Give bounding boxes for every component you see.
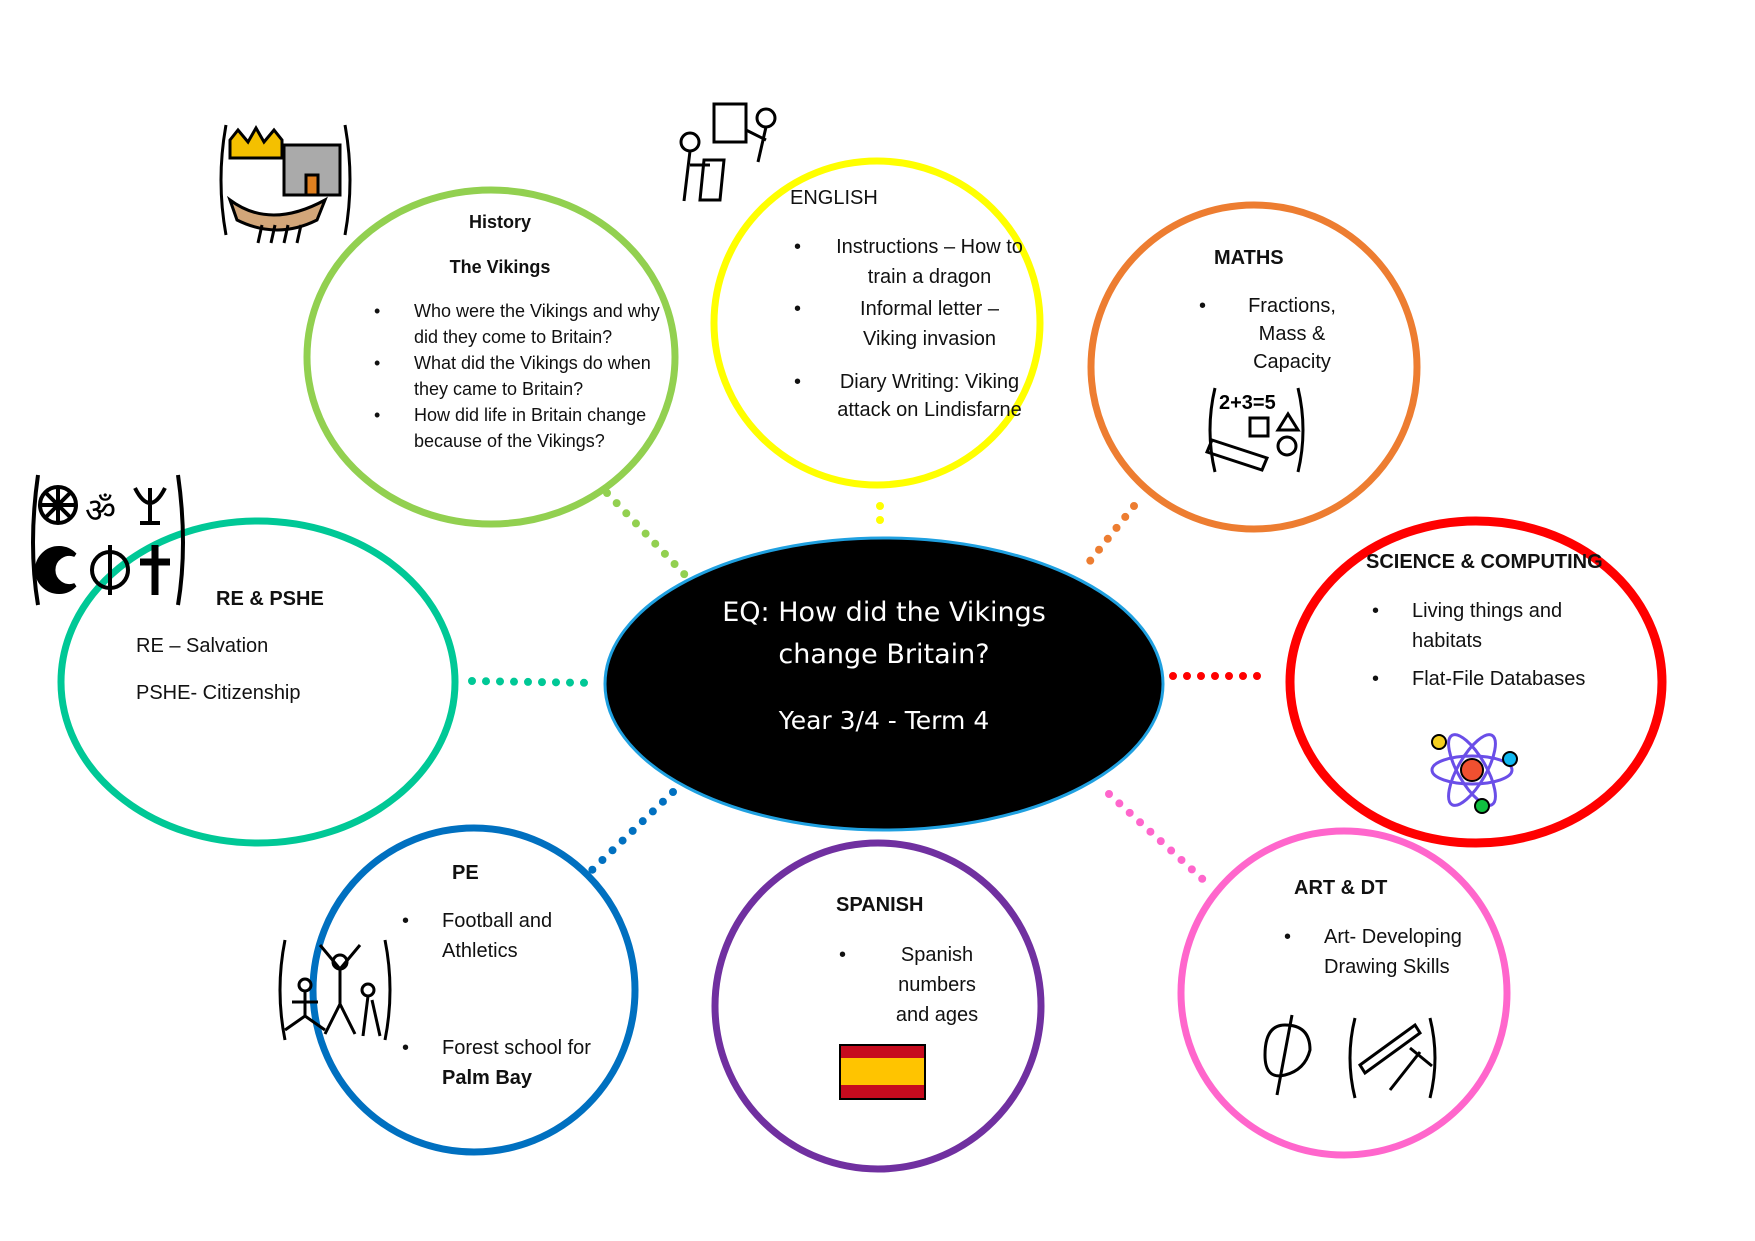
- central-ellipse: [603, 536, 1165, 832]
- religious-symbols-icon: ॐ: [31, 474, 185, 606]
- maths-icon: [1204, 387, 1305, 473]
- maths-item: Fractions, Mass & Capacity: [1195, 292, 1345, 376]
- connector-pe: [586, 788, 677, 876]
- english-title: ENGLISH: [790, 187, 878, 209]
- english-content: Instructions – How to train a dragon Inf…: [790, 232, 1025, 424]
- pe-title: PE: [452, 862, 479, 884]
- history-title: History: [468, 212, 531, 232]
- spanish-circle: [711, 839, 1045, 1173]
- pshe-line: PSHE- Citizenship: [136, 682, 301, 704]
- connector-art: [1105, 790, 1213, 889]
- pe-item: Football and Athletics: [398, 906, 598, 966]
- re-circle: [57, 517, 459, 847]
- pe-content: Football and Athletics Forest school for…: [398, 906, 598, 1093]
- science-title: SCIENCE & COMPUTING: [1366, 551, 1603, 573]
- history-item: How did life in Britain change because o…: [370, 402, 670, 454]
- viking-history-icon: [219, 124, 352, 244]
- connector-re: [468, 677, 600, 687]
- pe-activity-icon: [278, 939, 392, 1041]
- connector-maths: [1082, 502, 1138, 570]
- art-circle: [1177, 827, 1511, 1159]
- spanish-title: SPANISH: [836, 894, 924, 916]
- english-item: Informal letter – Viking invasion: [790, 294, 1025, 354]
- history-content: History The Vikings Who were the Vikings…: [370, 209, 670, 454]
- question-line-2: change Britain?: [778, 639, 990, 670]
- science-content: Living things and habitats Flat-File Dat…: [1368, 596, 1618, 694]
- art-title: ART & DT: [1294, 877, 1388, 899]
- pe-location: Palm Bay: [442, 1067, 533, 1089]
- pe-circle: [309, 824, 639, 1156]
- history-item: Who were the Vikings and why did they co…: [370, 298, 670, 350]
- history-circle: [303, 186, 679, 528]
- science-item: Flat-File Databases: [1368, 664, 1618, 694]
- atom-icon: [1430, 733, 1518, 814]
- central-question: EQ: How did the Vikings change Britain? …: [640, 592, 1128, 735]
- maths-title: MATHS: [1214, 247, 1284, 269]
- question-line-1: EQ: How did the Vikings: [722, 597, 1046, 628]
- spanish-flag-icon: [839, 1044, 926, 1100]
- science-item: Living things and habitats: [1368, 596, 1618, 656]
- english-item: Instructions – How to train a dragon: [790, 232, 1025, 292]
- re-title: RE & PSHE: [216, 588, 324, 610]
- re-line: RE – Salvation: [136, 635, 269, 657]
- art-item: Art- Developing Drawing Skills: [1280, 922, 1470, 982]
- svg-text:ॐ: ॐ: [85, 491, 116, 531]
- pe-item-text: Forest school for: [442, 1037, 591, 1059]
- science-circle: [1285, 516, 1667, 848]
- connector-history: [603, 489, 690, 580]
- art-tools-icon: [1263, 1014, 1437, 1099]
- history-subtitle: The Vikings: [449, 257, 551, 277]
- spanish-item: Spanish numbers and ages: [835, 940, 995, 1030]
- english-item: Diary Writing: Viking attack on Lindisfa…: [790, 368, 1025, 424]
- maths-circle: [1087, 201, 1421, 533]
- spanish-content: Spanish numbers and ages: [835, 940, 995, 1030]
- history-item: What did the Vikings do when they came t…: [370, 350, 670, 402]
- maths-content: Fractions, Mass & Capacity: [1195, 292, 1345, 376]
- year-term-label: Year 3/4 - Term 4: [778, 706, 990, 735]
- maths-icon-text: 2+3=5: [1219, 392, 1276, 414]
- english-circle: [710, 157, 1044, 489]
- art-content: Art- Developing Drawing Skills: [1280, 922, 1470, 982]
- teacher-icon: [679, 102, 777, 202]
